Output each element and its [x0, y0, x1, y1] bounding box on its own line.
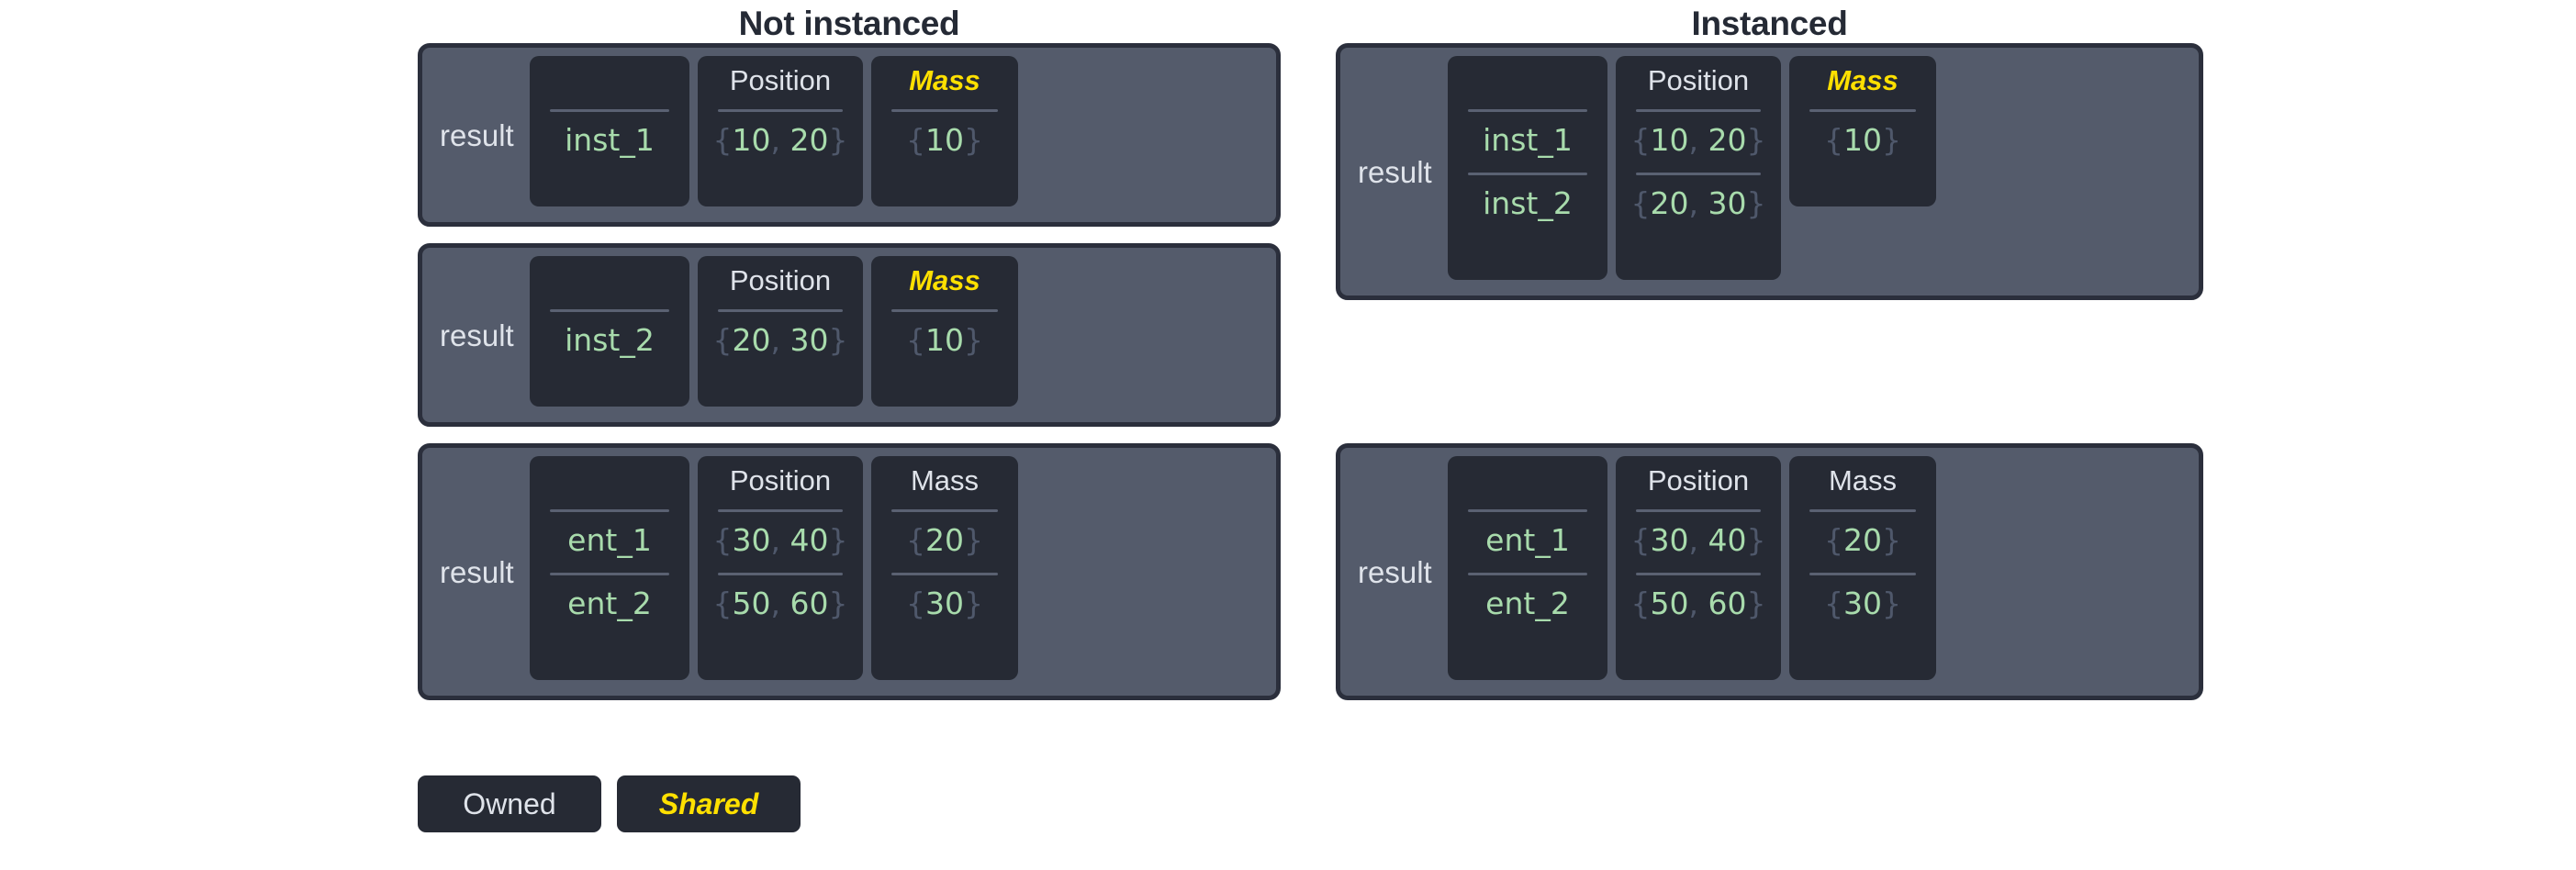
table-columns: ent_1 ent_2 Position {30, 40} {50, 60} M… — [1448, 456, 2190, 687]
header-rule — [891, 509, 998, 512]
row-rule — [1809, 573, 1916, 575]
result-table: result inst_2 Position {20, 30} Mass {10… — [418, 243, 1281, 427]
column-header-position: Position — [729, 64, 832, 96]
column-header-id — [1461, 56, 1595, 106]
header-rule — [550, 109, 669, 112]
cell-value-position: {10, 20} — [1630, 122, 1766, 158]
column-mass: Mass {20} {30} — [871, 456, 1018, 680]
result-table: result inst_1 Position {10, 20} Mass {10… — [418, 43, 1281, 227]
column-title-not-instanced: Not instanced — [738, 5, 960, 42]
cell-value-mass: {30} — [906, 586, 983, 621]
legend-chip-owned: Owned — [418, 775, 601, 832]
result-table: result ent_1 ent_2 Position {30, 40} {50… — [1336, 443, 2203, 700]
cell-value-mass: {30} — [1824, 586, 1901, 621]
cell-value-position: {50, 60} — [1630, 586, 1766, 621]
row-rule — [1468, 573, 1587, 575]
table-columns: inst_1 inst_2 Position {10, 20} {20, 30}… — [1448, 56, 2190, 287]
column-position: Position {30, 40} {50, 60} — [1616, 456, 1781, 680]
column-header-position: Position — [1647, 64, 1750, 96]
row-rule — [550, 573, 669, 575]
column-position: Position {30, 40} {50, 60} — [698, 456, 863, 680]
cell-value-mass: {10} — [906, 322, 983, 358]
column-header-mass: Mass — [910, 464, 980, 496]
cell-value-id: inst_1 — [1483, 122, 1573, 158]
result-label: result — [1358, 154, 1432, 189]
column-mass: Mass {10} — [871, 256, 1018, 407]
result-table: result ent_1 ent_2 Position {30, 40} {50… — [418, 443, 1281, 700]
header-rule — [718, 509, 843, 512]
header-rule — [718, 309, 843, 312]
header-rule — [718, 109, 843, 112]
cell-value-id: inst_2 — [1483, 185, 1573, 221]
result-label: result — [1358, 554, 1432, 589]
column-position: Position {10, 20} — [698, 56, 863, 206]
column-id: inst_1 — [530, 56, 689, 206]
column-instanced: Instanced result inst_1 inst_2 Position … — [1336, 0, 2203, 700]
cell-value-position: {50, 60} — [712, 586, 848, 621]
column-header-position: Position — [729, 264, 832, 296]
column-header-id — [1461, 456, 1595, 506]
row-rule — [1636, 173, 1761, 175]
column-header-id — [543, 456, 677, 506]
row-rule — [891, 573, 998, 575]
column-position: Position {10, 20} {20, 30} — [1616, 56, 1781, 280]
header-rule — [891, 109, 998, 112]
column-id: inst_1 inst_2 — [1448, 56, 1607, 280]
result-label: result — [440, 554, 514, 589]
cell-value-position: {30, 40} — [1630, 522, 1766, 558]
table-columns: inst_1 Position {10, 20} Mass {10} — [530, 56, 1268, 214]
row-rule — [1636, 573, 1761, 575]
column-header-id — [543, 256, 677, 306]
column-id: ent_1 ent_2 — [1448, 456, 1607, 680]
column-id: ent_1 ent_2 — [530, 456, 689, 680]
cell-value-id: inst_1 — [565, 122, 655, 158]
cell-value-mass: {20} — [1824, 522, 1901, 558]
column-position: Position {20, 30} — [698, 256, 863, 407]
cell-value-id: ent_1 — [567, 522, 652, 558]
table-columns: inst_2 Position {20, 30} Mass {10} — [530, 256, 1268, 414]
column-id: inst_2 — [530, 256, 689, 407]
column-not-instanced: Not instanced result inst_1 Position {10… — [418, 0, 1281, 700]
cell-value-position: {30, 40} — [712, 522, 848, 558]
table-columns: ent_1 ent_2 Position {30, 40} {50, 60} M… — [530, 456, 1268, 687]
header-rule — [550, 509, 669, 512]
header-rule — [1636, 109, 1761, 112]
cell-value-position: {20, 30} — [712, 322, 848, 358]
cell-value-mass: {20} — [906, 522, 983, 558]
legend-chip-shared: Shared — [617, 775, 801, 832]
row-rule — [1468, 173, 1587, 175]
header-rule — [891, 309, 998, 312]
cell-value-id: ent_1 — [1485, 522, 1570, 558]
column-header-mass: Mass — [909, 64, 980, 96]
cell-value-id: inst_2 — [565, 322, 655, 358]
column-header-mass: Mass — [909, 264, 980, 296]
column-mass: Mass {20} {30} — [1789, 456, 1936, 680]
cell-value-id: ent_2 — [1485, 586, 1570, 621]
header-rule — [550, 309, 669, 312]
column-mass-shared: Mass {10} — [1789, 56, 1936, 206]
row-rule — [718, 573, 843, 575]
header-rule — [1468, 509, 1587, 512]
column-header-id — [543, 56, 677, 106]
cell-value-id: ent_2 — [567, 586, 652, 621]
column-title-instanced: Instanced — [1691, 5, 1848, 42]
header-rule — [1636, 509, 1761, 512]
column-header-position: Position — [729, 464, 832, 496]
header-rule — [1809, 509, 1916, 512]
cell-value-position: {20, 30} — [1630, 185, 1766, 221]
cell-value-position: {10, 20} — [712, 122, 848, 158]
column-header-position: Position — [1647, 464, 1750, 496]
cell-value-mass: {10} — [906, 122, 983, 158]
result-label: result — [440, 117, 514, 152]
column-header-mass: Mass — [1828, 464, 1898, 496]
result-table: result inst_1 inst_2 Position {10, 20} {… — [1336, 43, 2203, 300]
cell-value-mass: {10} — [1824, 122, 1901, 158]
legend: Owned Shared — [418, 775, 801, 832]
header-rule — [1809, 109, 1916, 112]
column-header-mass: Mass — [1827, 64, 1898, 96]
column-mass: Mass {10} — [871, 56, 1018, 206]
result-label: result — [440, 318, 514, 352]
header-rule — [1468, 109, 1587, 112]
